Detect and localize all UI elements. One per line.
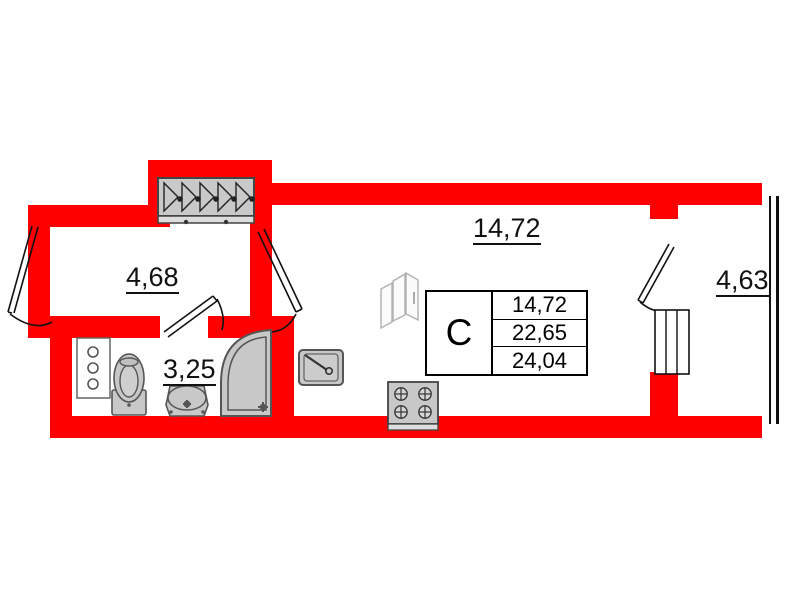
- washing-machine: [76, 337, 111, 399]
- sliding-partition: [380, 271, 419, 330]
- bathroom-door: [163, 295, 224, 338]
- apartment-type-letter: C: [427, 292, 493, 374]
- room-label-bath: 3,25: [163, 355, 216, 387]
- balcony-door-panels: [654, 309, 690, 375]
- apartment-area-values: 14,72 22,65 24,04: [493, 292, 586, 374]
- wardrobe-closet: [157, 177, 255, 225]
- toilet: [111, 353, 147, 416]
- washbasin: [165, 385, 209, 417]
- apartment-info-table: C 14,72 22,65 24,04: [425, 290, 588, 376]
- total-area-with-balcony-value: 24,04: [511, 347, 568, 373]
- total-area-value: 22,65: [493, 320, 586, 348]
- stove: [387, 381, 439, 431]
- hall-door: [257, 228, 303, 333]
- room-label-living: 14,72: [473, 214, 541, 246]
- living-area-value: 14,72: [493, 292, 586, 320]
- room-label-balcony: 4,63: [716, 266, 769, 298]
- room-label-hall: 4,68: [126, 263, 179, 295]
- corner-shower: [220, 328, 272, 417]
- balcony-glazing: [769, 196, 779, 424]
- kitchen-sink: [298, 349, 344, 386]
- entrance-door: [7, 225, 53, 327]
- balcony-door: [637, 243, 677, 313]
